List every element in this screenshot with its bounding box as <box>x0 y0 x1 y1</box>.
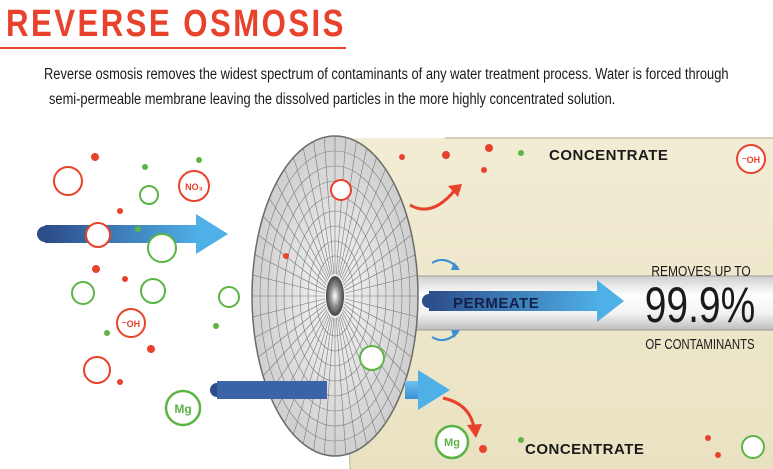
membrane-mesh-line <box>254 254 326 291</box>
membrane-mesh-line <box>340 313 386 424</box>
permeate-arrow <box>422 280 624 322</box>
concentrate-label-bottom: CONCENTRATE <box>525 441 644 458</box>
membrane-mesh-line <box>337 141 357 275</box>
svg-text:Mg: Mg <box>174 402 191 416</box>
description: Reverse osmosis removes the widest spect… <box>44 62 729 112</box>
description-line-1: Reverse osmosis removes the widest spect… <box>44 66 729 83</box>
membrane-mesh-line <box>340 168 386 279</box>
hydroxide-particle-left: ⁻OH <box>116 308 146 338</box>
membrane-mesh-line <box>338 316 368 444</box>
membrane-mesh-line <box>337 317 357 451</box>
membrane-center-hole <box>326 276 344 316</box>
membrane-mesh-line <box>344 298 418 318</box>
magnesium-particle-right: Mg <box>434 424 470 460</box>
pressure-arrow <box>210 370 450 410</box>
membrane-mesh-line <box>344 274 418 294</box>
membrane-mesh-line <box>293 314 331 435</box>
membrane-mesh-line <box>343 215 408 286</box>
nitrate-particle: NO₃ <box>178 170 210 202</box>
membrane-mesh-line <box>252 274 326 294</box>
svg-text:⁻OH: ⁻OH <box>742 155 760 165</box>
membrane-mesh-line <box>344 301 416 338</box>
permeate-label: PERMEATE <box>453 295 539 312</box>
of-contaminants-label: OF CONTAMINANTS <box>645 335 754 352</box>
membrane-mesh-line <box>338 148 368 276</box>
membrane-mesh-line <box>276 182 329 281</box>
membrane-mesh-line <box>342 198 402 283</box>
membrane-mesh-line <box>344 304 412 358</box>
membrane-mesh-line <box>284 313 330 424</box>
membrane-mesh-line <box>336 137 347 275</box>
feed-water-arrow <box>37 214 228 254</box>
membrane-mesh-line <box>293 157 331 278</box>
membrane-mesh-line <box>323 317 334 455</box>
removes-up-to-label: REMOVES UP TO <box>651 263 750 280</box>
membrane-mesh-line <box>262 215 327 286</box>
membrane-mesh-line <box>268 198 328 283</box>
membrane-mesh-line <box>343 306 408 377</box>
removal-callout: REMOVES UP TO 99.9% OF CONTAMINANTS <box>645 263 756 353</box>
membrane-mesh-line <box>268 309 328 394</box>
membrane-mesh-line <box>339 157 377 278</box>
title-underline <box>0 47 346 49</box>
membrane-mesh-line <box>262 306 327 377</box>
svg-text:⁻OH: ⁻OH <box>122 319 140 329</box>
membrane-mesh-line <box>339 314 377 435</box>
membrane-mesh-line <box>344 254 416 291</box>
membrane-disc <box>251 135 419 457</box>
svg-text:Mg: Mg <box>444 437 460 449</box>
description-line-2: semi-permeable membrane leaving the diss… <box>48 91 616 108</box>
hydroxide-particle-right: ⁻OH <box>736 144 766 174</box>
membrane-mesh-line <box>341 182 394 281</box>
membrane-mesh-line <box>302 148 332 276</box>
membrane-mesh-line <box>336 317 347 455</box>
concentrate-label-top: CONCENTRATE <box>549 147 668 164</box>
membrane-mesh-line <box>313 141 333 275</box>
membrane-mesh-line <box>302 316 332 444</box>
membrane-mesh-line <box>254 301 326 338</box>
contaminant-particles: NO₃ ⁻OH ⁻OH Mg Mg <box>53 144 766 460</box>
removal-percent: 99.9% <box>645 276 756 333</box>
membrane-mesh-line <box>284 168 330 279</box>
svg-text:NO₃: NO₃ <box>185 182 203 192</box>
membrane-mesh-line <box>344 234 412 288</box>
concentrate-arrow-top <box>409 189 457 211</box>
page-title: REVERSE OSMOSIS <box>6 3 346 45</box>
membrane-mesh-line <box>252 298 326 318</box>
membrane-mesh-line <box>258 304 326 358</box>
membrane-mesh-line <box>323 137 334 275</box>
magnesium-particle-left: Mg <box>164 389 202 427</box>
concentrate-arrow-bottom <box>442 396 476 429</box>
membrane-mesh-line <box>258 234 326 288</box>
